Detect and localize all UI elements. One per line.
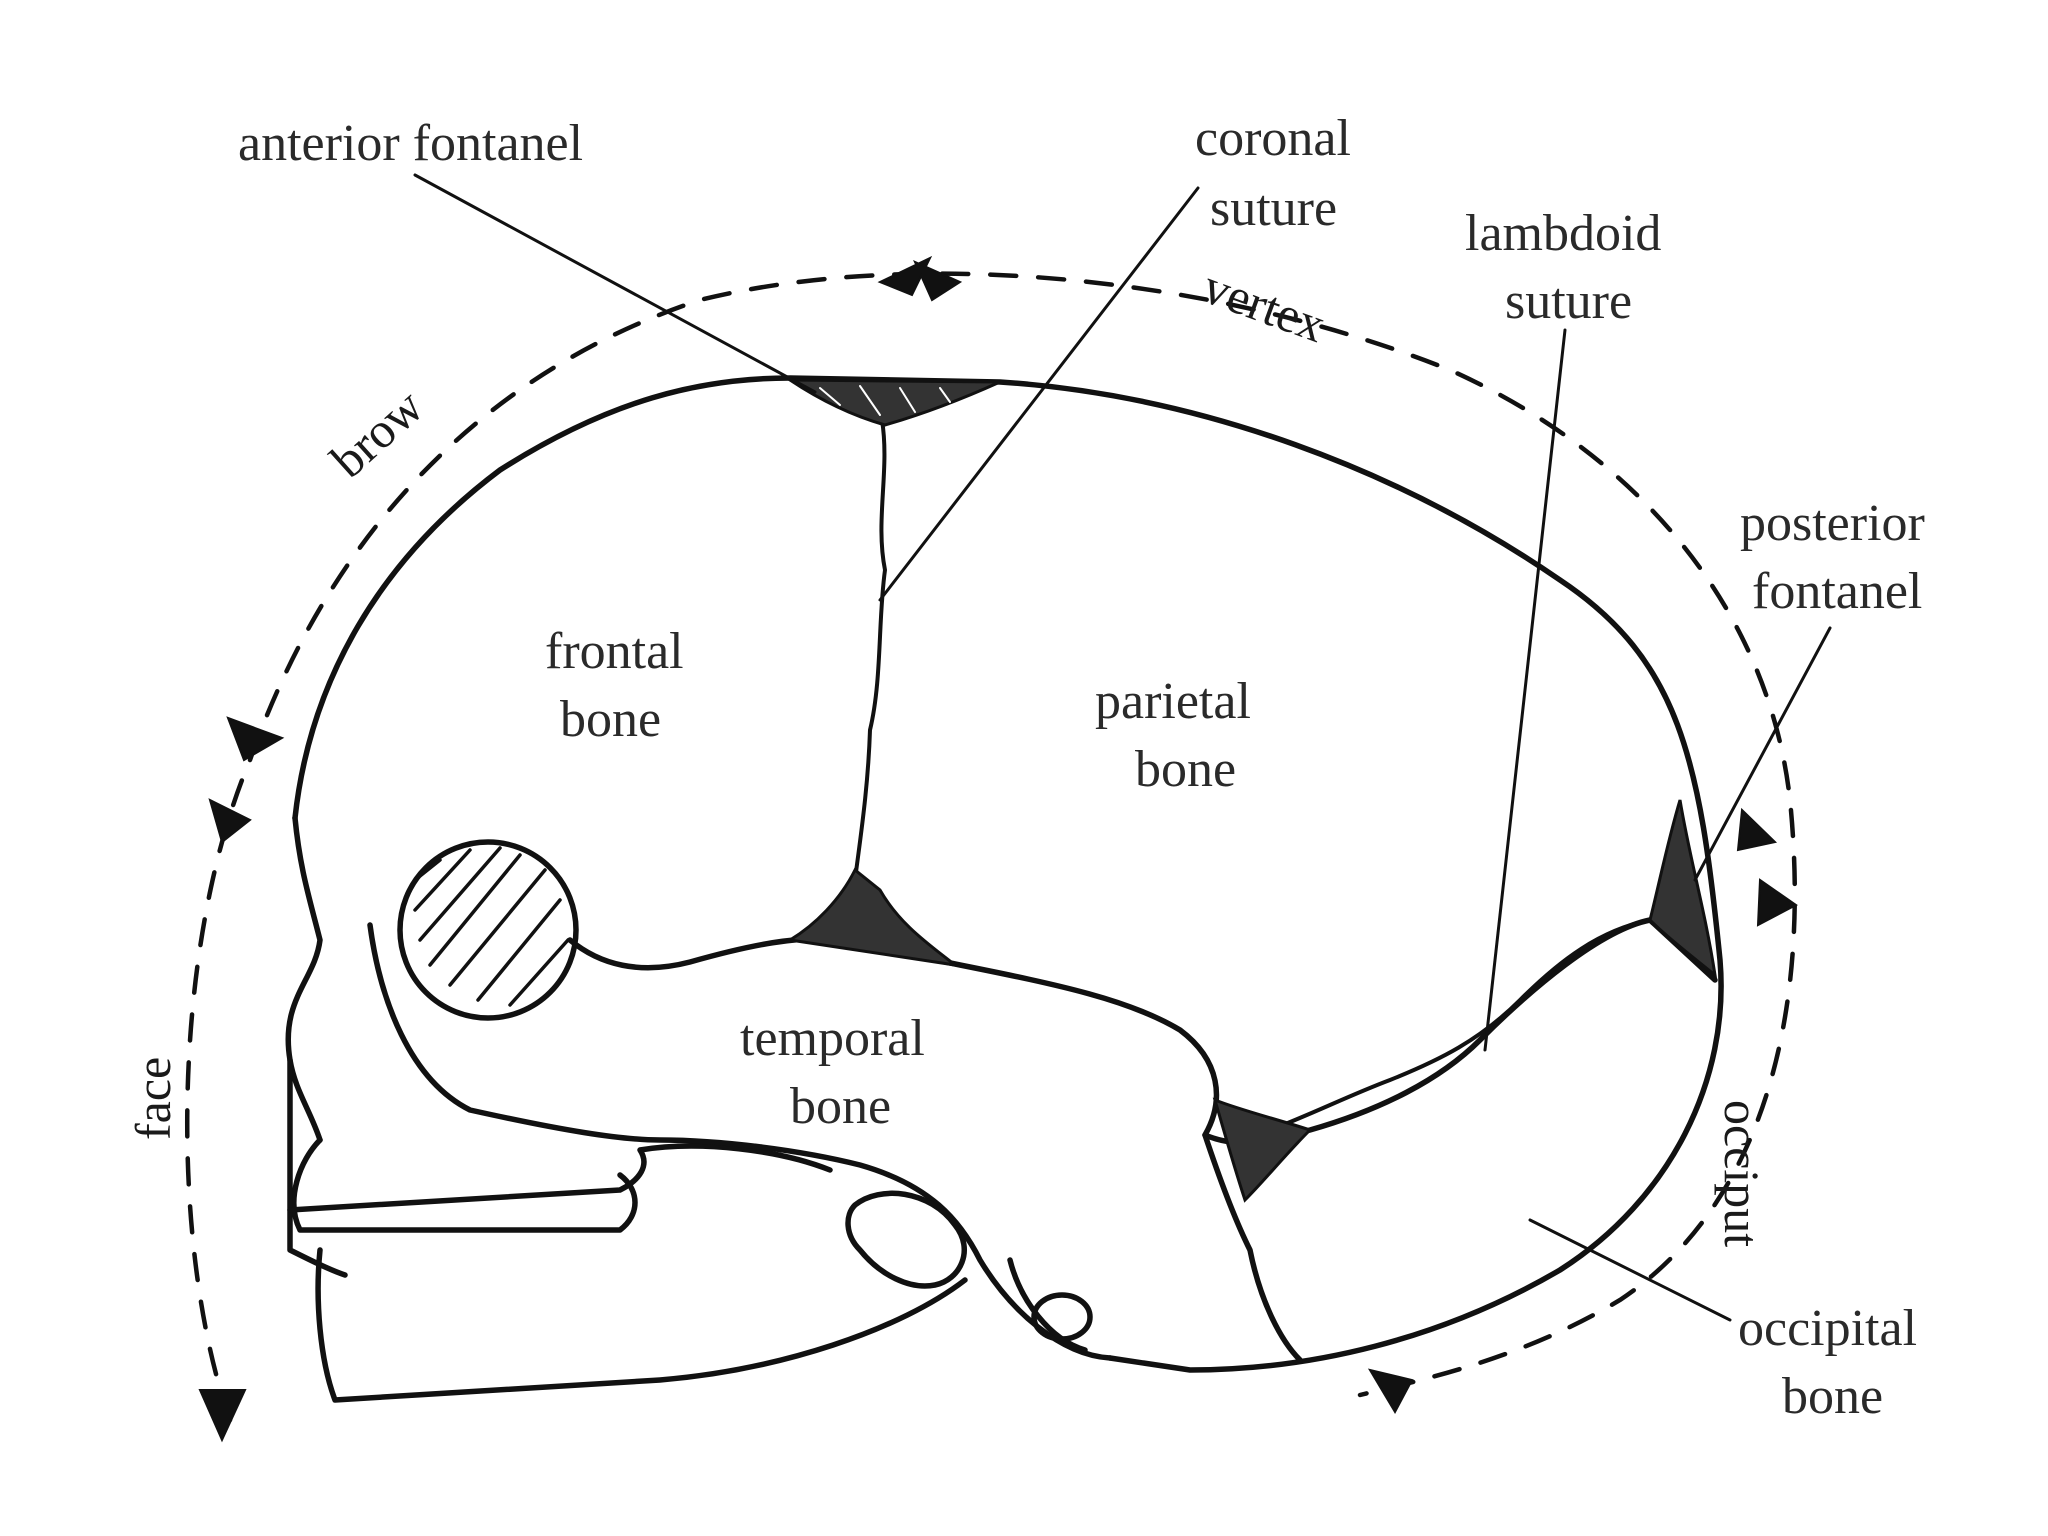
labels: anterior fontanel coronal suture lambdoi… bbox=[125, 110, 1925, 1425]
occiput-arrow-bottom bbox=[1367, 1368, 1414, 1415]
face-arrow-top bbox=[208, 798, 252, 844]
label-lambdoid-suture-line1: lambdoid bbox=[1465, 205, 1661, 262]
leader-coronal-suture bbox=[878, 186, 1200, 602]
occiput-arrow-mid bbox=[1756, 878, 1798, 927]
dashed-diameter-arc bbox=[185, 271, 1798, 1423]
label-temporal-bone-line1: temporal bbox=[740, 1010, 925, 1067]
label-vertex: vertex bbox=[1196, 258, 1333, 353]
orbit bbox=[397, 839, 579, 1021]
label-frontal-bone-line1: frontal bbox=[545, 623, 684, 680]
label-coronal-suture-line1: coronal bbox=[1195, 110, 1351, 167]
label-face: face bbox=[125, 1057, 181, 1140]
label-coronal-suture-line2: suture bbox=[1210, 180, 1337, 237]
leader-anterior-fontanel bbox=[413, 173, 817, 394]
label-occipital-bone-line2: bone bbox=[1782, 1368, 1883, 1425]
sphenoid-fontanel-shape bbox=[785, 867, 961, 968]
lambdoid-suture-line bbox=[1268, 918, 1652, 1132]
label-lambdoid-suture-line2: suture bbox=[1505, 273, 1632, 330]
label-posterior-fontanel-line2: fontanel bbox=[1752, 563, 1922, 620]
temporal-outline bbox=[367, 917, 1718, 1363]
label-frontal-bone-line2: bone bbox=[560, 691, 661, 748]
label-occipital-bone-line1: occipital bbox=[1738, 1300, 1917, 1357]
label-brow: brow bbox=[320, 378, 434, 488]
leader-occipital-bone bbox=[1528, 1218, 1732, 1322]
anterior-fontanel-shape bbox=[784, 378, 1001, 427]
label-parietal-bone-line2: bone bbox=[1135, 741, 1236, 798]
label-occiput: occiput bbox=[1714, 1100, 1770, 1247]
brow-arrow bbox=[226, 716, 285, 762]
face-arrow-bottom bbox=[198, 1389, 247, 1443]
arrow-markers bbox=[198, 255, 1798, 1443]
posterior-fontanel-shape bbox=[1648, 799, 1718, 979]
leader-posterior-fontanel bbox=[1693, 626, 1832, 882]
label-temporal-bone-line2: bone bbox=[790, 1078, 891, 1135]
occiput-arrow-top bbox=[1736, 807, 1778, 852]
leader-lines bbox=[413, 173, 1832, 1322]
mastoid-fontanel-shape bbox=[1212, 1097, 1313, 1203]
coronal-suture-line bbox=[853, 418, 887, 882]
skull-outline bbox=[285, 375, 1724, 1403]
leader-lambdoid-suture bbox=[1483, 328, 1567, 1052]
label-parietal-bone-line1: parietal bbox=[1095, 673, 1251, 730]
vertex-arrow-right bbox=[913, 260, 963, 302]
label-anterior-fontanel: anterior fontanel bbox=[238, 115, 583, 172]
label-posterior-fontanel-line1: posterior bbox=[1740, 495, 1925, 552]
